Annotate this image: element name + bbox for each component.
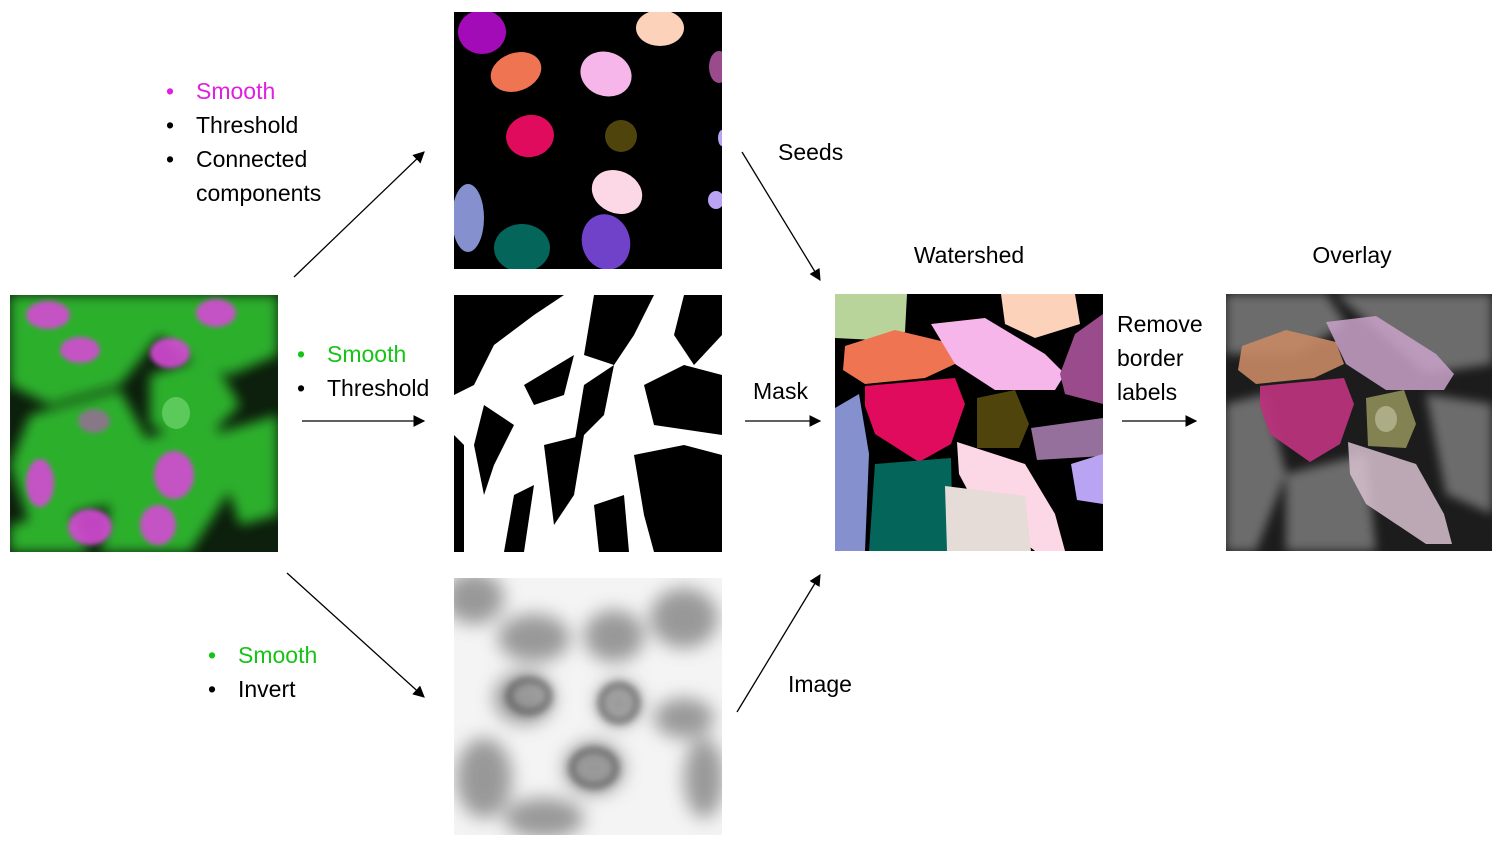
list-item: components — [162, 176, 321, 210]
watershed-image — [835, 294, 1103, 551]
step-smooth: Smooth — [327, 341, 407, 367]
step-invert: Invert — [238, 676, 296, 702]
seeds-image — [454, 12, 722, 269]
border-line: border — [1117, 345, 1184, 371]
input-cell-image — [10, 295, 278, 552]
list-item: • Threshold — [166, 112, 299, 138]
inverted-image — [454, 578, 722, 835]
step-threshold: Threshold — [327, 375, 430, 401]
remove-line: Remove — [1117, 311, 1203, 337]
step-components: components — [196, 180, 322, 206]
remove-border-labels-text: Remove border labels — [1117, 307, 1203, 409]
step-smooth: Smooth — [196, 78, 276, 104]
image-steps-list: • Smooth • Invert — [204, 638, 317, 706]
image-label: Image — [788, 671, 852, 697]
overlay-title: Overlay — [1312, 242, 1392, 268]
seeds-label: Seeds — [778, 139, 844, 165]
list-item: • Smooth — [297, 341, 407, 367]
step-threshold: Threshold — [196, 112, 299, 138]
mask-image — [454, 295, 722, 552]
seeds-steps-list: • Smooth • Threshold • Connected compone… — [162, 74, 321, 210]
arrow-seeds-to-watershed — [741, 151, 821, 281]
labels-line: labels — [1117, 379, 1178, 405]
list-item: • Threshold — [297, 375, 430, 401]
mask-label: Mask — [753, 378, 808, 404]
overlay-image — [1226, 294, 1492, 551]
list-item: • Invert — [208, 676, 296, 702]
watershed-title: Watershed — [913, 242, 1025, 268]
list-item: • Connected — [166, 146, 308, 172]
list-item: • Smooth — [166, 78, 276, 104]
step-smooth: Smooth — [238, 642, 318, 668]
step-connected: Connected — [196, 146, 308, 172]
mask-steps-list: • Smooth • Threshold — [293, 337, 429, 405]
list-item: • Smooth — [208, 642, 318, 668]
